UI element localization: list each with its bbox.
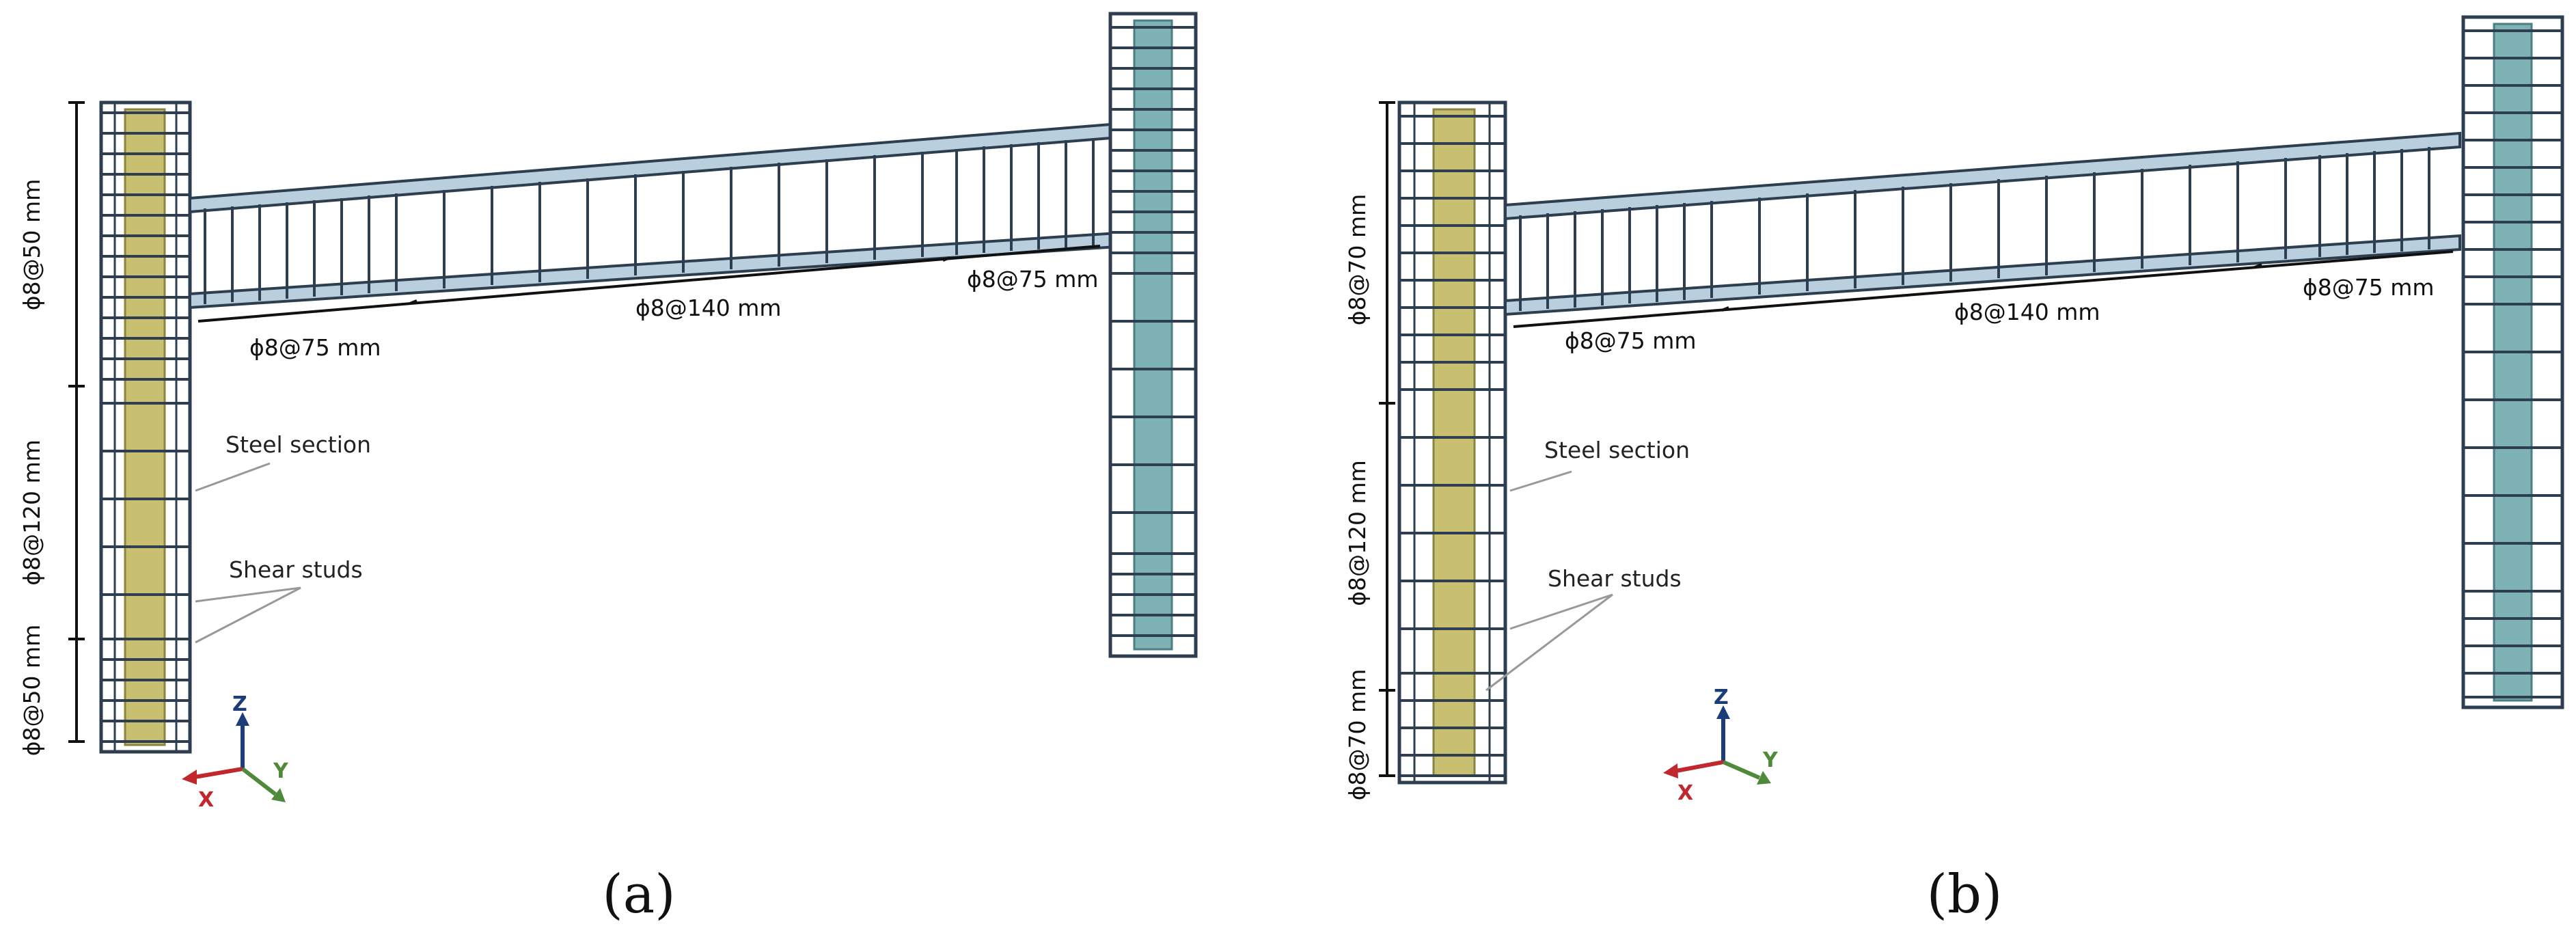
beam-stirrups-a: [204, 138, 1095, 304]
beam-b: [1504, 131, 2461, 316]
beam-dimension-a: [197, 245, 1101, 323]
panel-b: ϕ8@70 mm ϕ8@120 mm ϕ8@70 mm ϕ8@75 mm ϕ8@…: [1344, 15, 2564, 925]
beam-spacing-right-a: ϕ8@75 mm: [967, 266, 1099, 293]
steel-section-a: [124, 108, 166, 746]
panel-a: ϕ8@50 mm ϕ8@120 mm ϕ8@50 mm ϕ8@75 mm ϕ8@…: [18, 12, 1198, 925]
shear-studs-leader-b-2: [1485, 593, 1613, 692]
beam-stirrups-b: [1519, 147, 2430, 311]
shear-studs-label-a: Shear studs: [229, 556, 363, 583]
axes-triad-b: [1663, 705, 1771, 785]
steel-section-leader-a: [195, 462, 271, 492]
column-dimension-a: [68, 101, 85, 743]
shear-studs-leader-a-2: [195, 586, 301, 644]
column-spacing-middle-a: ϕ8@120 mm: [18, 439, 45, 586]
column-spacing-top-b: ϕ8@70 mm: [1344, 194, 1371, 326]
axis-x-label-a: X: [198, 788, 214, 812]
shear-studs-label-b: Shear studs: [1548, 565, 1682, 592]
beam-spacing-right-b: ϕ8@75 mm: [2303, 274, 2435, 301]
shear-studs-leader-b-1: [1509, 593, 1613, 630]
column-spacing-bottom-b: ϕ8@70 mm: [1344, 669, 1371, 801]
column-spacing-bottom-a: ϕ8@50 mm: [18, 625, 45, 757]
axes-triad-a: [182, 712, 286, 802]
steel-section-b: [1432, 108, 1476, 777]
steel-section-right-b: [2493, 23, 2533, 702]
column-spacing-top-a: ϕ8@50 mm: [18, 179, 45, 311]
steel-section-label-b: Steel section: [1544, 437, 1690, 463]
beam-spacing-middle-b: ϕ8@140 mm: [1954, 299, 2100, 325]
column-stirrups-a: [101, 111, 190, 743]
column-dimension-b: [1379, 101, 1395, 777]
axis-y-label-a: Y: [273, 759, 289, 783]
panel-caption-a: (a): [602, 864, 675, 925]
right-column-a: [1108, 12, 1198, 658]
beam-dimension-b: [1513, 250, 2454, 328]
axis-x-label-b: X: [1677, 781, 1693, 805]
beam-spacing-middle-a: ϕ8@140 mm: [635, 295, 782, 321]
column-stirrups-b: [1399, 115, 1505, 777]
steel-section-leader-b: [1509, 470, 1572, 492]
axis-y-label-b: Y: [1762, 748, 1779, 772]
left-column-a: [99, 100, 192, 754]
column-spacing-middle-b: ϕ8@120 mm: [1344, 460, 1371, 606]
beam-spacing-left-a: ϕ8@75 mm: [249, 334, 381, 361]
left-column-b: [1397, 100, 1507, 785]
axis-z-label-a: Z: [232, 692, 247, 716]
beam-spacing-left-b: ϕ8@75 mm: [1565, 327, 1697, 354]
panel-caption-b: (b): [1927, 864, 2003, 925]
steel-section-right-a: [1133, 19, 1173, 651]
steel-section-label-a: Steel section: [225, 431, 371, 458]
right-column-b: [2461, 15, 2564, 709]
axis-z-label-b: Z: [1714, 685, 1729, 709]
shear-studs-leader-a-1: [195, 586, 301, 603]
